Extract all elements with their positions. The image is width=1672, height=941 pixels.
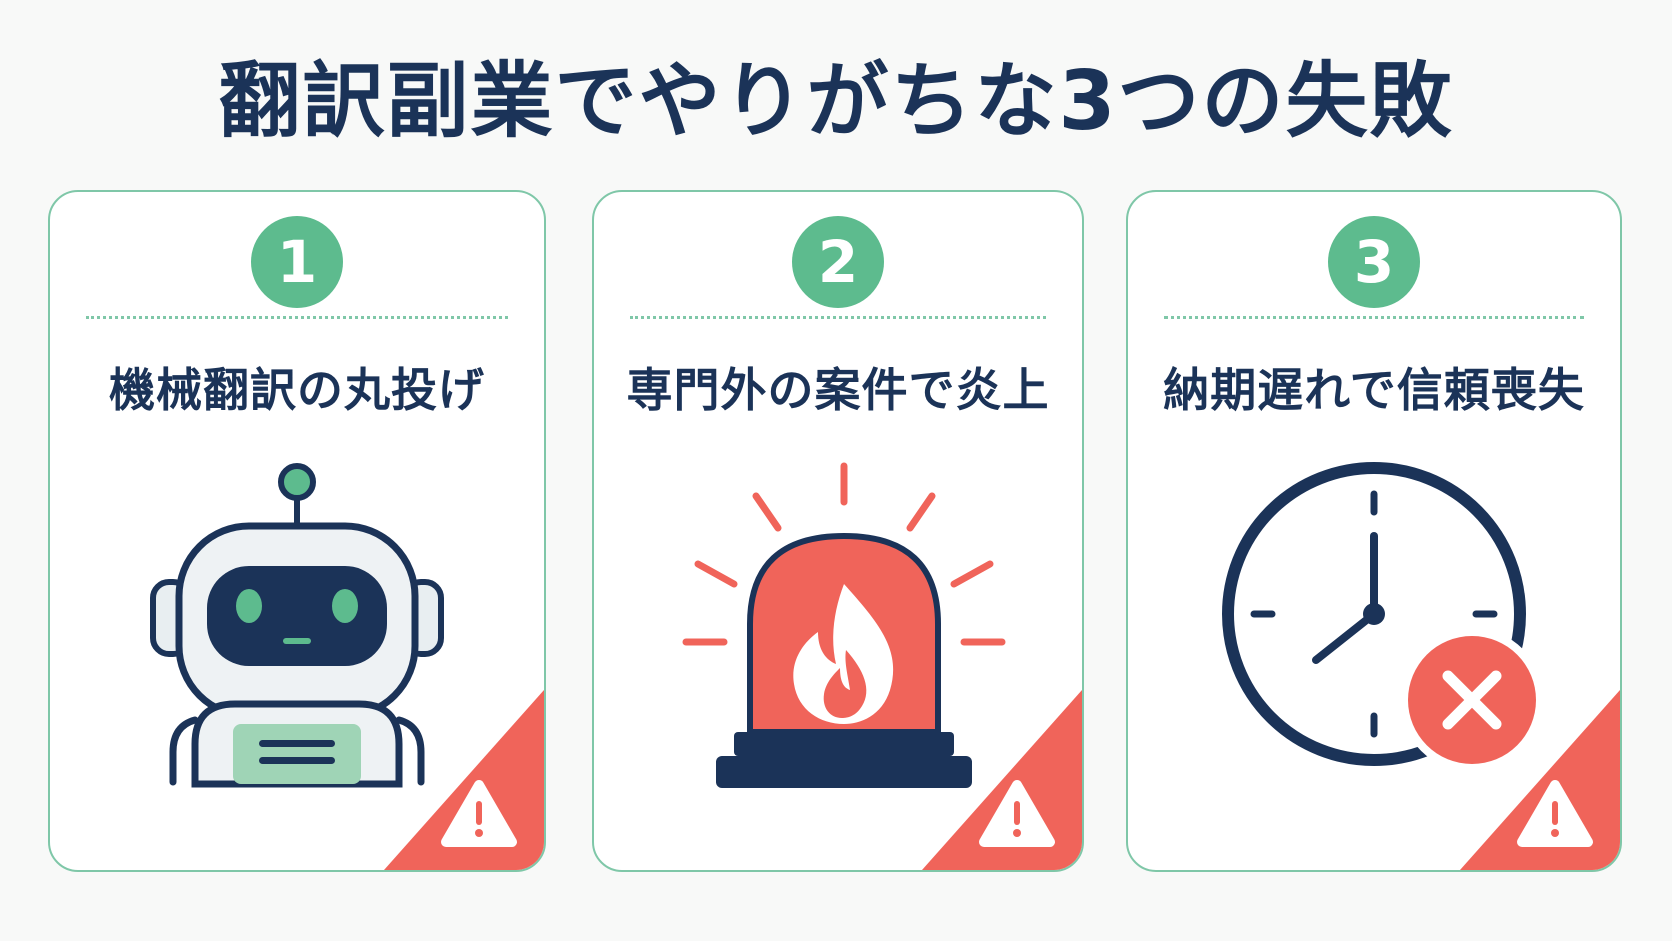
card-heading: 専門外の案件で炎上	[626, 363, 1050, 417]
card-heading: 機械翻訳の丸投げ	[109, 363, 485, 417]
page-title: 翻訳副業でやりがちな3つの失敗	[218, 54, 1454, 149]
number-badge: 1	[251, 216, 343, 308]
failure-card-1: 1 機械翻訳の丸投げ	[48, 190, 546, 872]
dotted-divider	[1164, 316, 1584, 319]
card-heading: 納期遅れで信頼喪失	[1163, 363, 1585, 417]
warning-icon	[384, 690, 544, 870]
warning-icon	[922, 690, 1082, 870]
failure-card-2: 2 専門外の案件で炎上	[592, 190, 1084, 872]
failure-card-3: 3 納期遅れで信頼喪失	[1126, 190, 1622, 872]
siren-flame-icon	[682, 462, 1006, 788]
clock-cross-icon	[1222, 462, 1544, 772]
warning-icon	[1460, 690, 1620, 870]
number-badge: 3	[1328, 216, 1420, 308]
dotted-divider	[86, 316, 508, 319]
number-badge: 2	[792, 216, 884, 308]
robot-icon	[150, 463, 444, 788]
dotted-divider	[630, 316, 1046, 319]
